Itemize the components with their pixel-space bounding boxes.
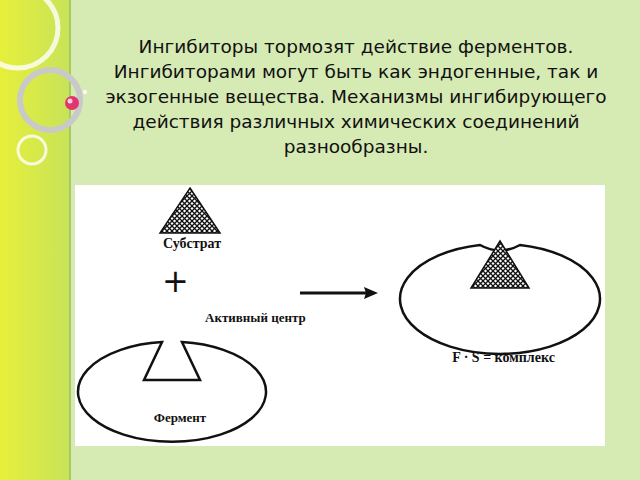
active-site-label: Активный центр	[205, 310, 306, 326]
node-label: Субстрат	[132, 236, 252, 252]
node-outline	[78, 336, 282, 442]
node-label: Фермент	[78, 410, 282, 426]
complex-node: F · S = комплекс	[398, 236, 609, 372]
slide-title: Ингибиторы тормозят действие ферментов. …	[82, 34, 630, 159]
enzyme-node: Фермент	[78, 336, 282, 442]
plus-sign: +	[162, 262, 189, 300]
node-label: F · S = комплекс	[398, 350, 609, 366]
substrate-node: Субстрат	[132, 186, 252, 254]
